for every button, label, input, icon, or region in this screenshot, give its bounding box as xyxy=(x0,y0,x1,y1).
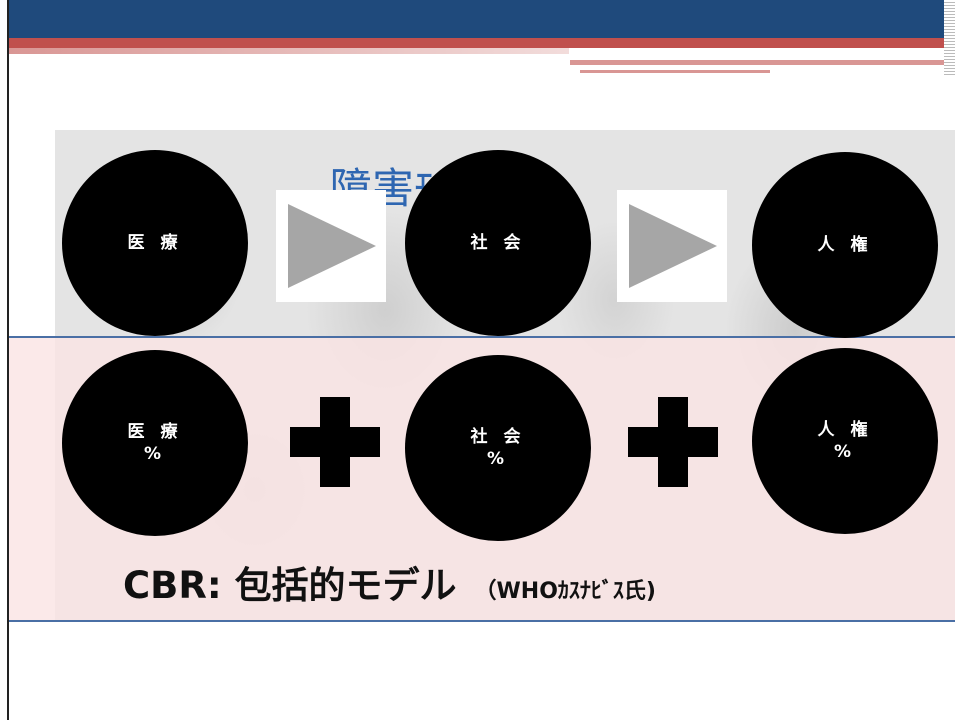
triangle-right-icon xyxy=(629,204,717,288)
header-accent-line-2 xyxy=(580,70,770,73)
circle-value: % xyxy=(486,449,510,469)
arrow-right-2 xyxy=(617,190,727,302)
circle-social-bottom: 社 会 % xyxy=(405,355,591,541)
circle-medical-top: 医 療 xyxy=(62,150,248,336)
triangle-right-icon xyxy=(288,204,376,288)
header-pink-bar xyxy=(9,48,569,54)
header-accent-line xyxy=(570,60,945,65)
header-right-texture xyxy=(944,0,955,75)
arrow-right-1 xyxy=(276,190,386,302)
circle-label: 医 療 xyxy=(127,232,183,253)
circle-label: 医 療 xyxy=(127,421,183,442)
circle-rights-top: 人 権 xyxy=(752,152,938,338)
circle-value: % xyxy=(143,444,167,464)
divider-line-bottom xyxy=(9,620,955,622)
circle-social-top: 社 会 xyxy=(405,150,591,336)
circle-label: 社 会 xyxy=(470,426,526,447)
divider-line-top xyxy=(9,336,955,338)
circle-label: 人 権 xyxy=(817,419,873,440)
slide-left-border xyxy=(7,0,9,720)
circle-value: % xyxy=(833,442,857,462)
circle-label: 人 権 xyxy=(817,234,873,255)
plus-icon xyxy=(290,397,380,487)
footer-title: CBR: 包括的モデル xyxy=(123,564,457,607)
footer-caption: CBR: 包括的モデル （WHOｶｽﾅﾋﾞｽ氏) xyxy=(123,555,656,609)
footer-credit: （WHOｶｽﾅﾋﾞｽ氏) xyxy=(474,579,656,604)
circle-medical-bottom: 医 療 % xyxy=(62,350,248,536)
header-blue-bar xyxy=(9,0,944,38)
circle-label: 社 会 xyxy=(470,232,526,253)
plus-icon xyxy=(628,397,718,487)
circle-rights-bottom: 人 権 % xyxy=(752,348,938,534)
header-red-bar xyxy=(9,38,944,48)
